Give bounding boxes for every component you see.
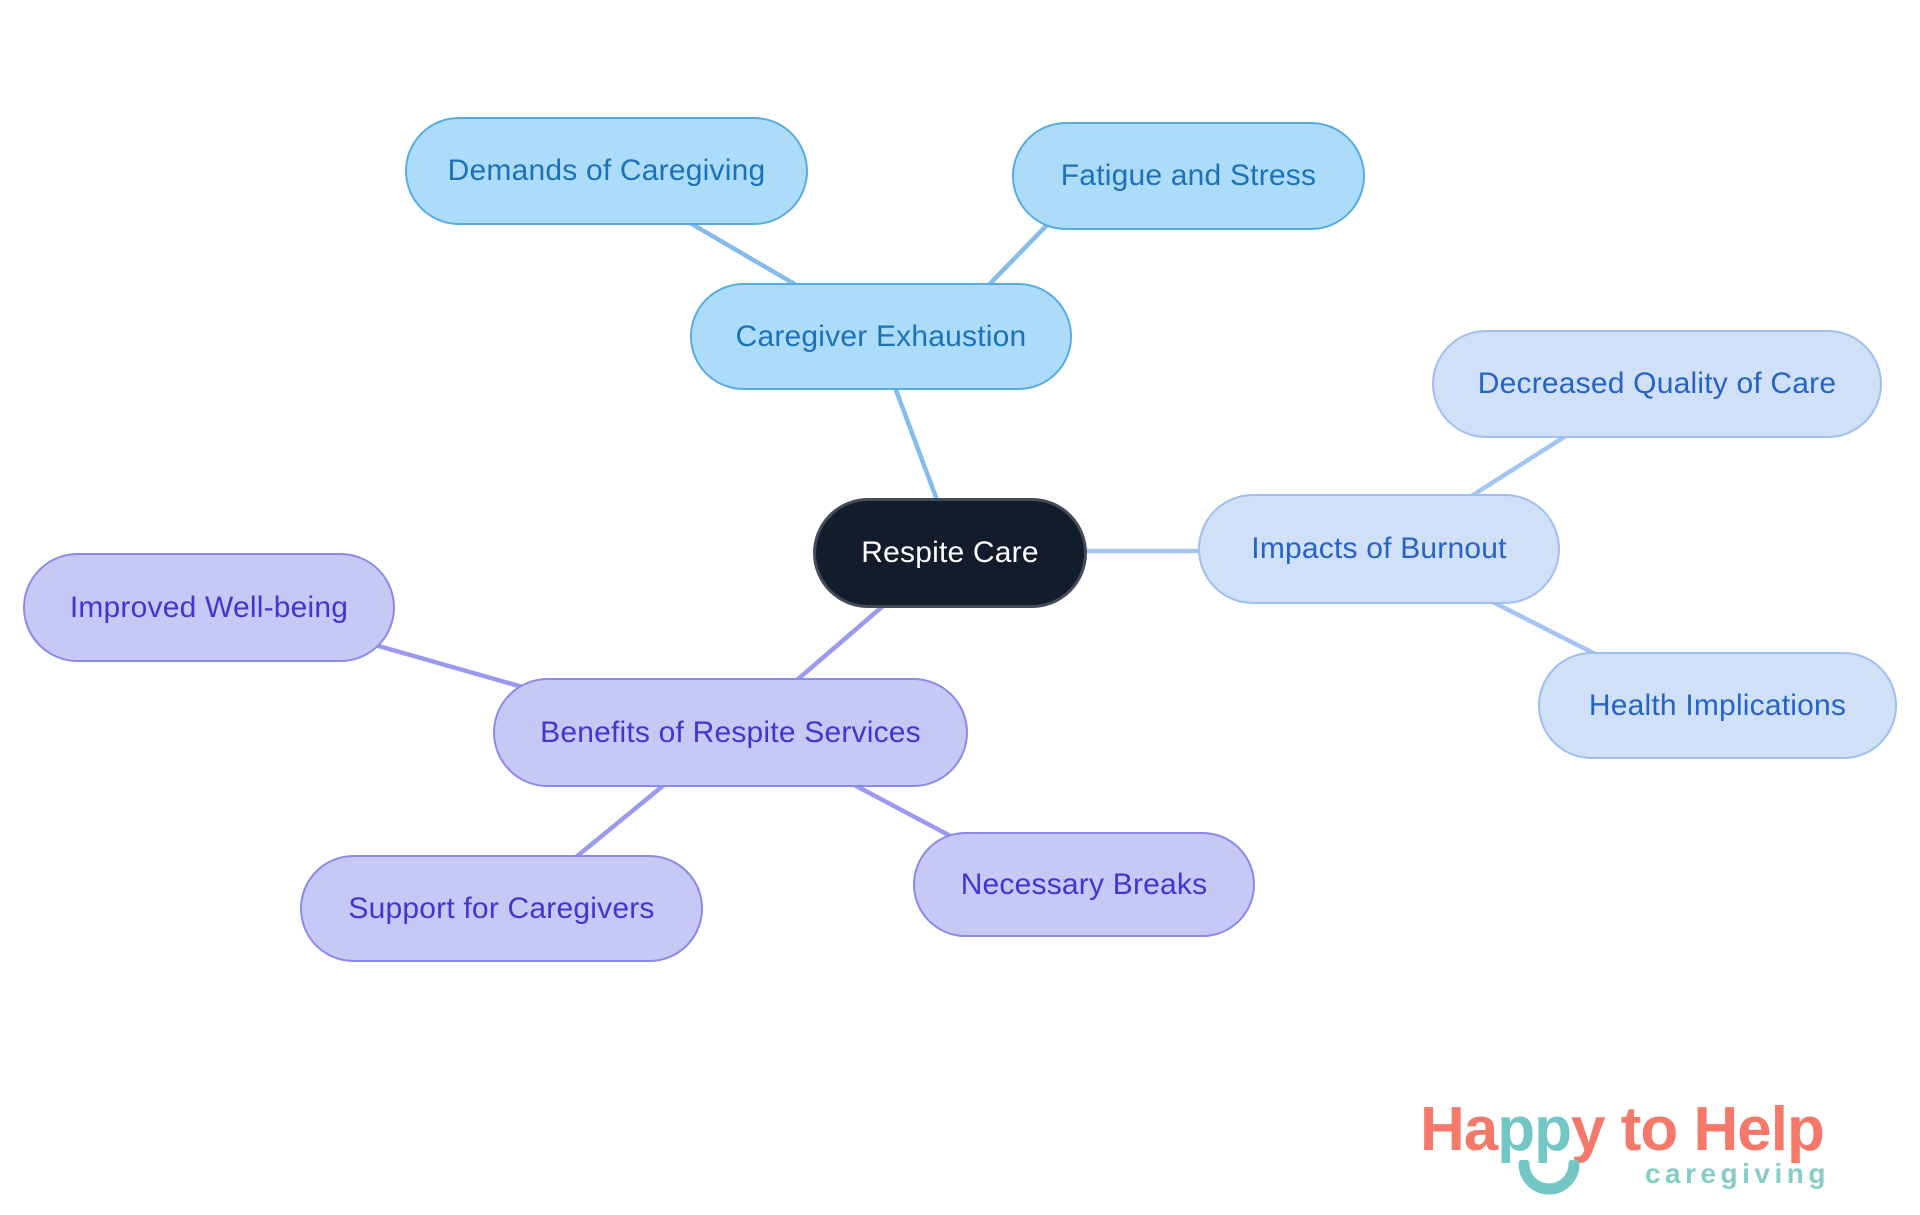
node-decreased-quality-of-care-label: Decreased Quality of Care xyxy=(1477,367,1837,400)
node-respite-care-label: Respite Care xyxy=(861,536,1039,569)
node-benefits-of-respite-services[interactable]: Benefits of Respite Services xyxy=(493,678,968,787)
edge-root-to-benefits xyxy=(787,597,893,689)
node-decreased-quality-of-care[interactable]: Decreased Quality of Care xyxy=(1432,330,1882,438)
node-respite-care[interactable]: Respite Care xyxy=(813,498,1087,608)
edge-improved-wellbeing-to-benefits xyxy=(365,640,543,695)
logo-segment-pp: pp xyxy=(1497,1095,1572,1164)
node-improved-well-being[interactable]: Improved Well-being xyxy=(23,553,395,662)
node-impacts-of-burnout[interactable]: Impacts of Burnout xyxy=(1198,494,1560,604)
node-demands-of-caregiving[interactable]: Demands of Caregiving xyxy=(405,117,808,225)
node-improved-well-being-label: Improved Well-being xyxy=(69,590,349,624)
smile-icon xyxy=(1518,1160,1580,1195)
edge-impacts-to-decreased-quality xyxy=(1459,429,1575,505)
edge-impacts-to-health-implications xyxy=(1482,595,1610,663)
logo-tagline: caregiving xyxy=(1644,1158,1830,1190)
logo-wordmark: Happy to Help xyxy=(1420,1095,1882,1164)
node-fatigue-and-stress-label: Fatigue and Stress xyxy=(1060,159,1317,192)
logo-segment-y-to-help: y to Help xyxy=(1571,1095,1825,1164)
node-necessary-breaks[interactable]: Necessary Breaks xyxy=(913,832,1255,937)
edge-benefits-to-necessary-breaks xyxy=(842,777,961,843)
node-health-implications[interactable]: Health Implications xyxy=(1538,652,1897,759)
node-benefits-of-respite-services-label: Benefits of Respite Services xyxy=(540,715,921,749)
node-support-for-caregivers-label: Support for Caregivers xyxy=(348,891,655,925)
node-fatigue-and-stress[interactable]: Fatigue and Stress xyxy=(1012,122,1365,230)
edge-benefits-to-support xyxy=(567,777,673,865)
logo-segment-ha: Ha xyxy=(1420,1095,1498,1164)
node-necessary-breaks-label: Necessary Breaks xyxy=(960,867,1208,901)
node-health-implications-label: Health Implications xyxy=(1588,688,1847,722)
node-caregiver-exhaustion-label: Caregiver Exhaustion xyxy=(735,319,1027,353)
node-impacts-of-burnout-label: Impacts of Burnout xyxy=(1251,532,1507,565)
node-support-for-caregivers[interactable]: Support for Caregivers xyxy=(300,855,703,962)
happy-to-help-logo: Happy to Help caregiving xyxy=(1420,1095,1882,1195)
edge-caregiver-exhaustion-to-root xyxy=(890,379,943,511)
node-caregiver-exhaustion[interactable]: Caregiver Exhaustion xyxy=(690,283,1072,390)
node-demands-of-caregiving-label: Demands of Caregiving xyxy=(447,154,766,187)
